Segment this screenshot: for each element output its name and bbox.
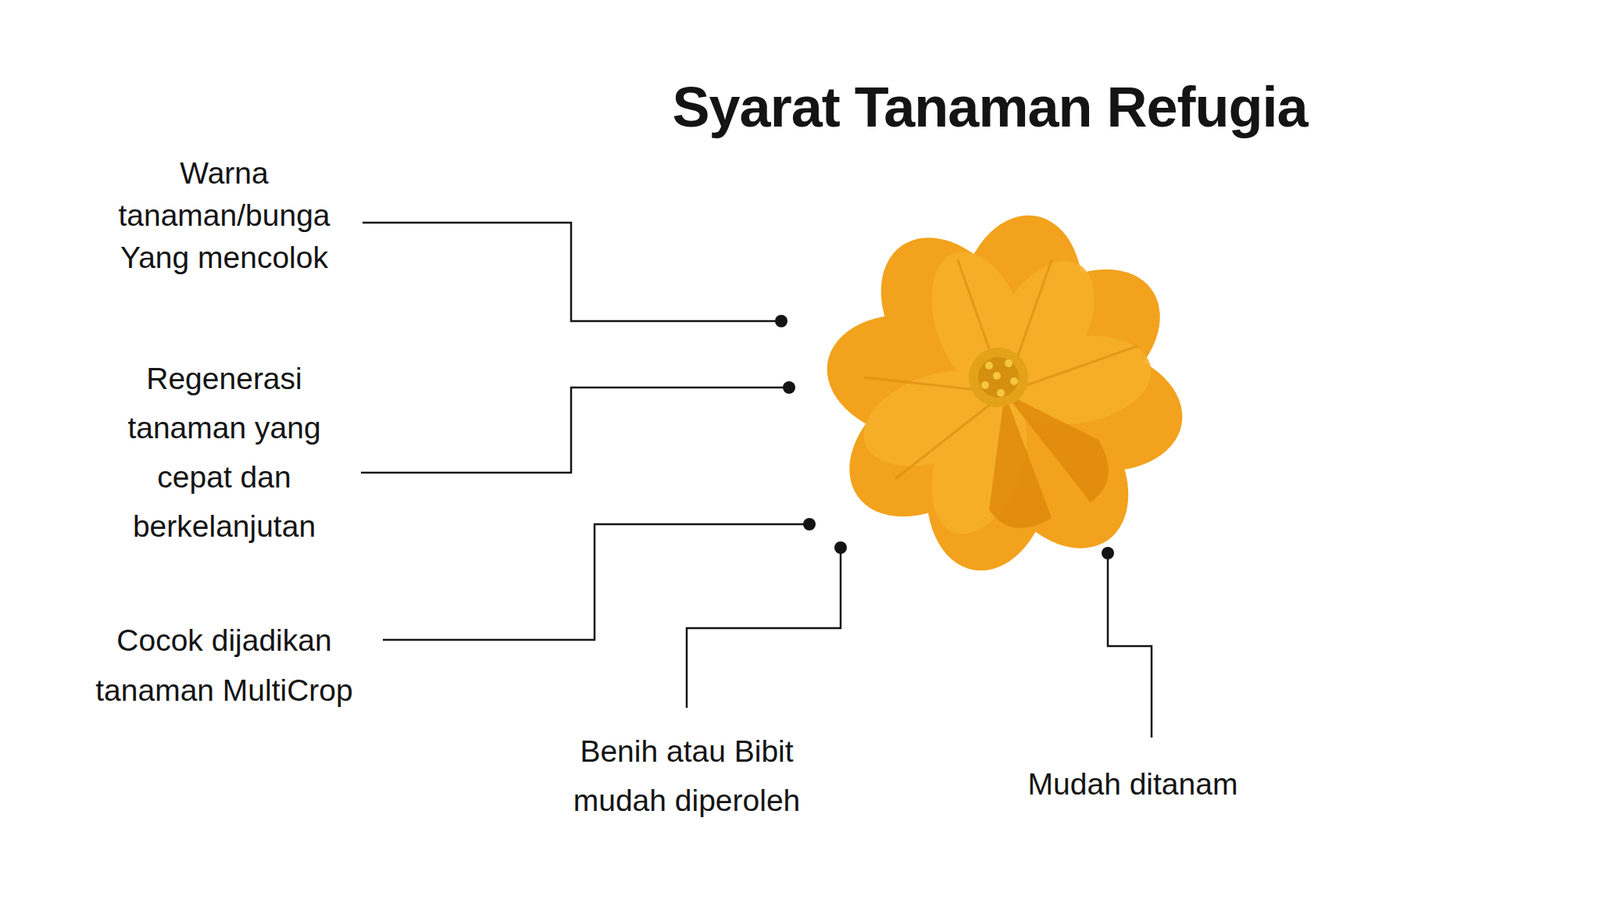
callout-label: Regenerasi tanaman yang cepat dan berkel… xyxy=(107,353,342,551)
callout-label: Mudah ditanam xyxy=(976,759,1290,809)
leader-lines xyxy=(360,222,1152,738)
callout-label: Cocok dijadikan tanaman MultiCrop xyxy=(60,615,389,716)
callout-label: Benih atau Bibit mudah diperoleh xyxy=(530,726,843,825)
diagram-title: Syarat Tanaman Refugia xyxy=(521,71,1459,143)
callout-label: Warna tanaman/bunga Yang mencolok xyxy=(107,152,342,279)
flower-picture xyxy=(817,205,1193,581)
leader-dots xyxy=(775,314,1115,560)
